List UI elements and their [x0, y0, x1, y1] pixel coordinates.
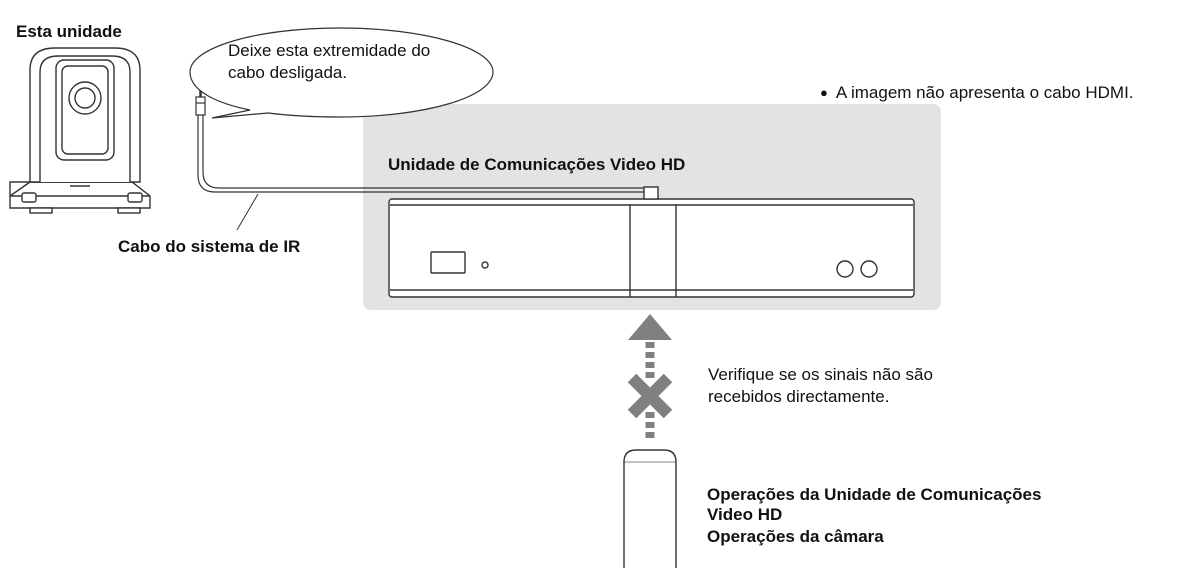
- remote-control-icon: [623, 449, 677, 568]
- unit-knob-left: [836, 260, 854, 278]
- callout-line-1: Deixe esta extremidade do: [228, 41, 431, 60]
- note-text: A imagem não apresenta o cabo HDMI.: [835, 83, 1134, 102]
- remote-label-line-3: Operações da câmara: [707, 527, 884, 546]
- note: ● A imagem não apresenta o cabo HDMI.: [820, 82, 1134, 103]
- signal-note-line-1: Verifique se os sinais não são: [708, 365, 933, 384]
- unit-indicator-led: [481, 261, 489, 269]
- bullet-icon: ●: [820, 85, 828, 100]
- ir-port-connector: [643, 186, 659, 200]
- signal-arrow-head: [628, 314, 672, 340]
- hd-unit-title: Unidade de Comunicações Video HD: [388, 155, 686, 174]
- hd-unit-device: [388, 198, 915, 298]
- cable-label: Cabo do sistema de IR: [118, 237, 301, 256]
- remote-label-line-1: Operações da Unidade de Comunicações: [707, 485, 1042, 504]
- blocked-x-icon: [627, 373, 673, 419]
- callout-line-2: cabo desligada.: [228, 63, 348, 82]
- unit-display: [430, 251, 466, 274]
- ir-cable: [197, 115, 644, 193]
- cable-label-leader: [236, 193, 259, 231]
- signal-note-line-2: recebidos directamente.: [708, 387, 890, 406]
- remote-label-line-2: Video HD: [707, 505, 783, 524]
- unit-knob-right: [860, 260, 878, 278]
- callout-bubble: [189, 27, 494, 119]
- camera-title: Esta unidade: [16, 22, 122, 41]
- camera-icon: [9, 47, 151, 214]
